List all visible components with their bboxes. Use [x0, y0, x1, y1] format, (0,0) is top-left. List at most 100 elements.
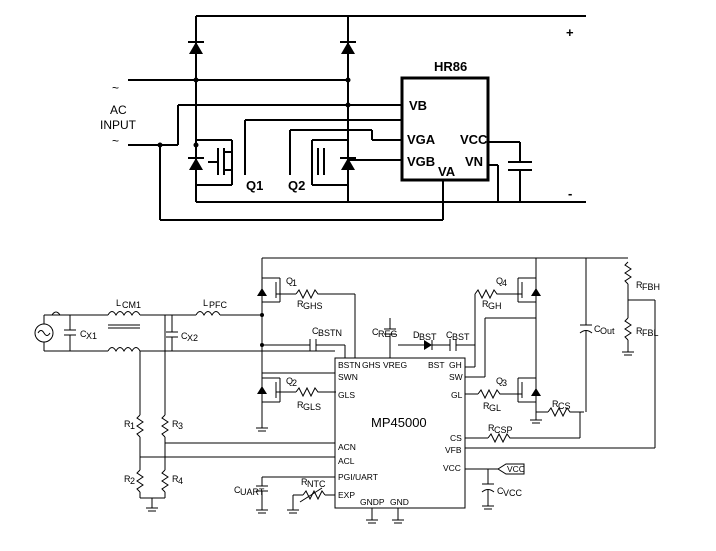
- tilde-bottom: ~: [112, 134, 119, 148]
- rntc-sub: NTC: [307, 479, 326, 489]
- r-ghs-icon: [295, 288, 338, 300]
- body-diode-q2-icon: [341, 158, 355, 170]
- q2-label: Q2: [288, 178, 305, 193]
- r-gh-icon: [474, 288, 502, 300]
- rfbl-label: R: [636, 326, 643, 336]
- q2-bot-sub: 2: [292, 378, 297, 388]
- mosfet-q4-icon: [502, 277, 541, 303]
- r-ntc-icon: [302, 489, 326, 501]
- cvcc-label: C: [497, 486, 504, 496]
- creg-sub: REG: [378, 329, 398, 339]
- pin-cs: CS: [450, 433, 462, 443]
- ac-label: AC: [110, 103, 127, 117]
- rcs-sub: CS: [558, 401, 571, 411]
- r3-icon: [161, 414, 169, 438]
- rfbh-label: R: [636, 280, 643, 290]
- cbstn-sub: BSTN: [318, 328, 342, 338]
- lcm-sub: CM1: [122, 300, 141, 310]
- r-gl-icon: [477, 388, 502, 400]
- pin-vfb: VFB: [445, 445, 462, 455]
- cuart-label: C: [234, 485, 241, 495]
- lpfc-label: L: [203, 298, 208, 308]
- r-csp-icon: [487, 432, 580, 444]
- top-diagram: HR86 VB VGA VGB VA VCC VN + - AC INPUT ~…: [100, 15, 586, 221]
- r3-label: R: [172, 419, 179, 429]
- pfc-inductor-icon: [195, 311, 221, 317]
- r-cs-icon: [547, 406, 584, 418]
- pin-va: VA: [438, 164, 456, 179]
- r2-icon: [136, 469, 144, 493]
- r4-icon: [161, 469, 169, 493]
- hr86-chip: [400, 76, 490, 182]
- pin-pgi-uart: PGI/UART: [338, 472, 378, 482]
- common-mode-choke-icon: [107, 311, 141, 353]
- r3-sub: 3: [178, 421, 183, 431]
- pin-gnd: GND: [390, 497, 409, 507]
- rfbl-sub: FBL: [642, 328, 659, 338]
- q4-label: Q: [496, 276, 503, 286]
- minus-terminal: -: [568, 186, 572, 201]
- cbst-label: C: [446, 330, 453, 340]
- rntc-label: R: [301, 477, 308, 487]
- pin-vreg: VREG: [383, 360, 407, 370]
- creg-label: C: [372, 327, 379, 337]
- tilde-top: ~: [112, 81, 119, 95]
- pin-gndp: GNDP: [360, 497, 385, 507]
- cout-label: C: [594, 324, 601, 334]
- q3-label: Q: [496, 376, 503, 386]
- diode-d2-icon: [341, 42, 355, 54]
- pin-gl: GL: [451, 390, 463, 400]
- pin-gh: GH: [449, 360, 462, 370]
- mp45000-title: MP45000: [371, 415, 427, 430]
- pin-sw: SW: [449, 372, 463, 382]
- pin-gls: GLS: [338, 390, 355, 400]
- pin-vga: VGA: [407, 132, 436, 147]
- r-fbh-icon: [624, 261, 632, 285]
- r1-label: R: [124, 419, 131, 429]
- mosfet-q2-bottom-icon: [257, 377, 296, 403]
- pin-vn: VN: [465, 154, 483, 169]
- rgls-label: R: [297, 400, 304, 410]
- vcc-tag: [497, 463, 525, 475]
- mp45000-chip: [334, 357, 466, 509]
- cx1-sub: X1: [86, 331, 97, 341]
- pin-bst: BST: [428, 360, 445, 370]
- q1-bot-label: Q: [286, 276, 293, 286]
- r-fbl-icon: [624, 317, 632, 341]
- rcs-label: R: [552, 399, 559, 409]
- rghs-sub: GHS: [303, 301, 323, 311]
- pin-acn: ACN: [338, 442, 356, 452]
- mosfet-q3-icon: [502, 377, 541, 403]
- fuse-icon: [51, 311, 61, 316]
- rcsp-sub: CSP: [494, 425, 513, 435]
- dbst-icon: [424, 340, 432, 350]
- dbst-sub: BST: [419, 332, 437, 342]
- r1-icon: [136, 414, 144, 438]
- r2-sub: 2: [130, 476, 135, 486]
- rgh-sub: GH: [488, 301, 502, 311]
- pin-vcc: VCC: [443, 463, 461, 473]
- cout-sub: Out: [600, 326, 615, 336]
- rgl-label: R: [483, 401, 490, 411]
- cvcc-sub: VCC: [503, 488, 523, 498]
- lpfc-sub: PFC: [209, 300, 228, 310]
- pin-vcc: VCC: [460, 132, 488, 147]
- cbstn-label: C: [312, 326, 319, 336]
- lcm-label: L: [116, 298, 121, 308]
- body-diode-q1-icon: [189, 158, 203, 170]
- q1-bot-sub: 1: [292, 278, 297, 288]
- q3-sub: 3: [502, 378, 507, 388]
- pin-bstn: BSTN: [338, 360, 361, 370]
- cx1-label: C: [80, 329, 87, 339]
- rghs-label: R: [297, 299, 304, 309]
- dbst-label: D: [413, 330, 420, 340]
- mosfet-q2-icon: [289, 129, 402, 186]
- rgh-label: R: [482, 299, 489, 309]
- plus-terminal: +: [566, 25, 574, 40]
- cuart-sub: UART: [240, 487, 265, 497]
- r2-label: R: [124, 474, 131, 484]
- mosfet-q1-bottom-icon: [257, 277, 296, 303]
- r-gls-icon: [295, 386, 336, 398]
- mosfet-q1-icon: [196, 119, 402, 186]
